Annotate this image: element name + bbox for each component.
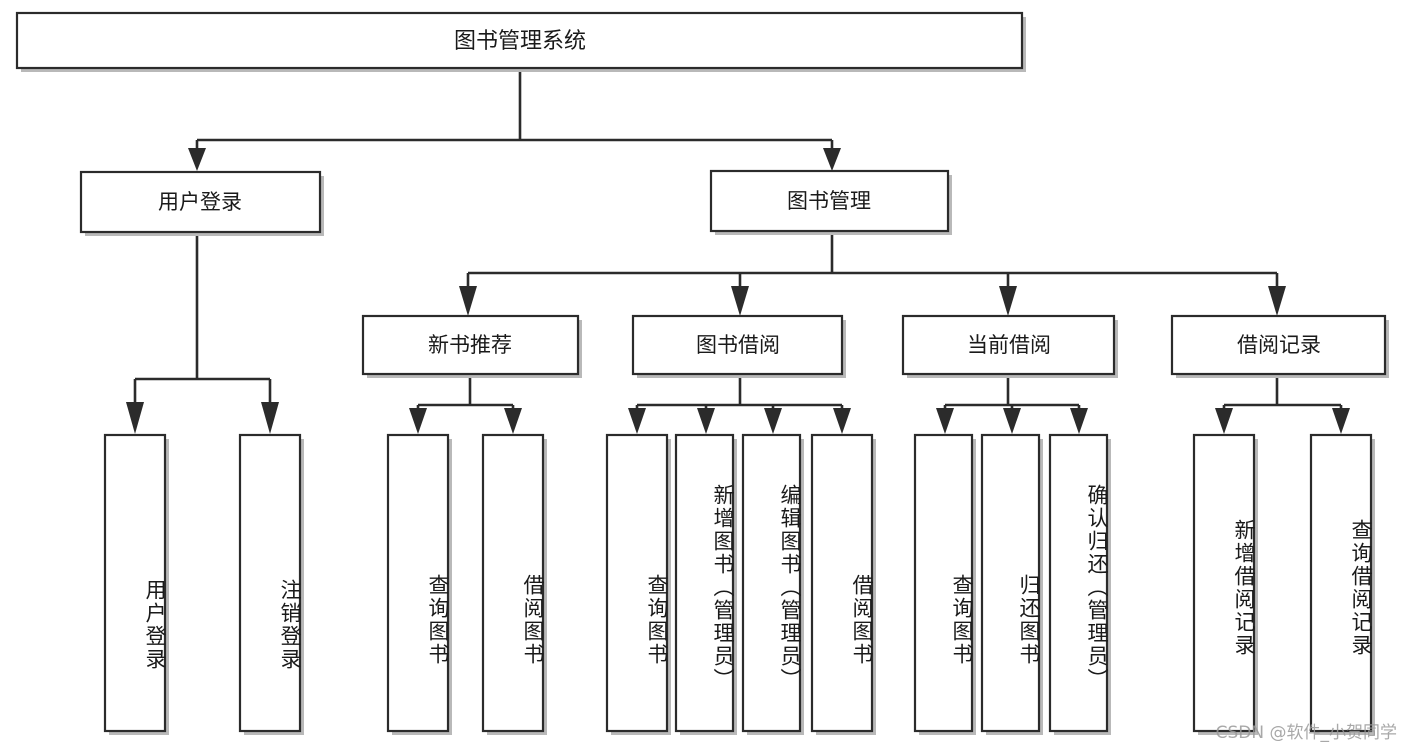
- node-user-login[interactable]: [79, 170, 322, 234]
- arrow-head-leaf-query-book-3: [936, 408, 954, 434]
- node-leaf-query-book-2[interactable]: [605, 433, 669, 733]
- node-book-borrow[interactable]: [631, 314, 844, 376]
- node-borrow-record-label: 借阅记录: [1237, 333, 1321, 357]
- arrow-head-leaf-confirm-return: [1070, 408, 1088, 434]
- arrow-head-book-manage: [823, 148, 841, 171]
- node-leaf-add-record[interactable]: [1192, 433, 1256, 733]
- arrow-head-leaf-borrow-book-2: [833, 408, 851, 434]
- arrow-head-leaf-add-record: [1215, 408, 1233, 434]
- node-leaf-edit-book[interactable]: [741, 433, 802, 733]
- node-root[interactable]: [15, 11, 1024, 70]
- node-user-login-label: 用户登录: [158, 190, 242, 214]
- node-current-borrow[interactable]: [901, 314, 1116, 376]
- arrow-head-leaf-add-book: [697, 408, 715, 434]
- node-leaf-return-book[interactable]: [980, 433, 1041, 733]
- node-leaf-query-record[interactable]: [1309, 433, 1373, 733]
- arrow-head-leaf-borrow-book-1: [504, 408, 522, 434]
- arrow-head-book-borrow: [731, 286, 749, 316]
- node-current-borrow-label: 当前借阅: [967, 333, 1051, 357]
- connectors-layer: [126, 68, 1350, 434]
- node-root-label: 图书管理系统: [454, 29, 586, 54]
- arrow-head-user-login: [188, 148, 206, 171]
- node-leaf-logout[interactable]: [238, 433, 302, 733]
- node-leaf-query-book-3[interactable]: [913, 433, 974, 733]
- node-leaf-user-login[interactable]: [103, 433, 167, 733]
- node-new-book-recommend[interactable]: [361, 314, 580, 376]
- node-book-borrow-label: 图书借阅: [696, 333, 780, 357]
- arrow-head-leaf-return-book: [1003, 408, 1021, 434]
- arrow-head-leaf-edit-book: [764, 408, 782, 434]
- arrow-head-leaf-query-book-1: [409, 408, 427, 434]
- node-leaf-borrow-book-2[interactable]: [810, 433, 874, 733]
- nodes-layer: 图书管理系统 用户登录 图书管理 新书推荐 图书借阅 当前借阅 借阅记录: [15, 11, 1389, 735]
- node-new-book-recommend-label: 新书推荐: [428, 333, 512, 357]
- node-borrow-record[interactable]: [1170, 314, 1387, 376]
- arrow-head-current-borrow: [999, 286, 1017, 316]
- node-leaf-add-book[interactable]: [674, 433, 735, 733]
- node-book-manage[interactable]: [709, 169, 950, 233]
- node-leaf-confirm-return[interactable]: [1048, 433, 1109, 733]
- arrow-head-leaf-query-book-2: [628, 408, 646, 434]
- node-book-manage-label: 图书管理: [787, 189, 871, 213]
- csdn-watermark: CSDN @软件_小贺同学: [1215, 723, 1397, 743]
- arrow-head-leaf-query-record: [1332, 408, 1350, 434]
- node-leaf-query-book-1[interactable]: [386, 433, 450, 733]
- arrow-head-borrow-record: [1268, 286, 1286, 316]
- arrow-head-leaf-logout: [261, 402, 279, 434]
- arrow-head-leaf-user-login: [126, 402, 144, 434]
- node-leaf-borrow-book-1[interactable]: [481, 433, 545, 733]
- arrow-head-new-book: [459, 286, 477, 316]
